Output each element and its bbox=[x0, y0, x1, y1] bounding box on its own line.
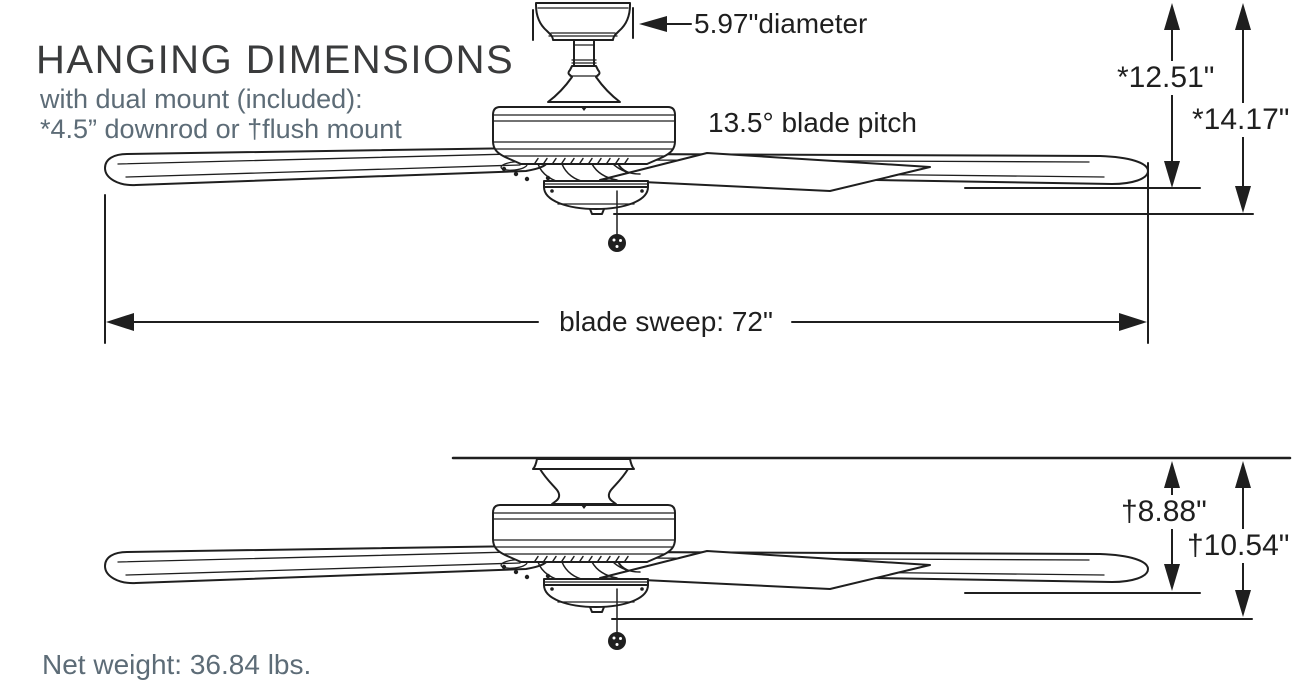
ceiling-fan-downrod-diagram bbox=[104, 2, 1149, 253]
blade-pitch-label: 13.5° blade pitch bbox=[708, 107, 917, 138]
flush-height-to-blades-label: †8.88" bbox=[1118, 495, 1210, 529]
subtitle-line-1: with dual mount (included): bbox=[40, 84, 363, 114]
downrod-height-overall-label: *14.17" bbox=[1189, 103, 1293, 137]
diameter-arrow bbox=[639, 16, 692, 32]
blade-sweep-dimension bbox=[104, 162, 1149, 344]
downrod-height-to-blades-label: *12.51" bbox=[1114, 61, 1218, 95]
page-title: HANGING DIMENSIONS bbox=[36, 38, 515, 82]
blade-sweep-label: blade sweep: 72" bbox=[544, 306, 788, 338]
flush-height-overall-label: †10.54" bbox=[1184, 529, 1293, 563]
flush-dimension-lines bbox=[611, 461, 1253, 620]
subtitle-line-2: *4.5” downrod or †flush mount bbox=[40, 114, 402, 144]
canopy-diameter-label: 5.97"diameter bbox=[694, 8, 868, 39]
net-weight-label: Net weight: 36.84 lbs. bbox=[42, 649, 312, 680]
height-to-blades-arrow bbox=[1164, 3, 1180, 188]
ceiling-fan-flush-diagram bbox=[104, 456, 1292, 651]
